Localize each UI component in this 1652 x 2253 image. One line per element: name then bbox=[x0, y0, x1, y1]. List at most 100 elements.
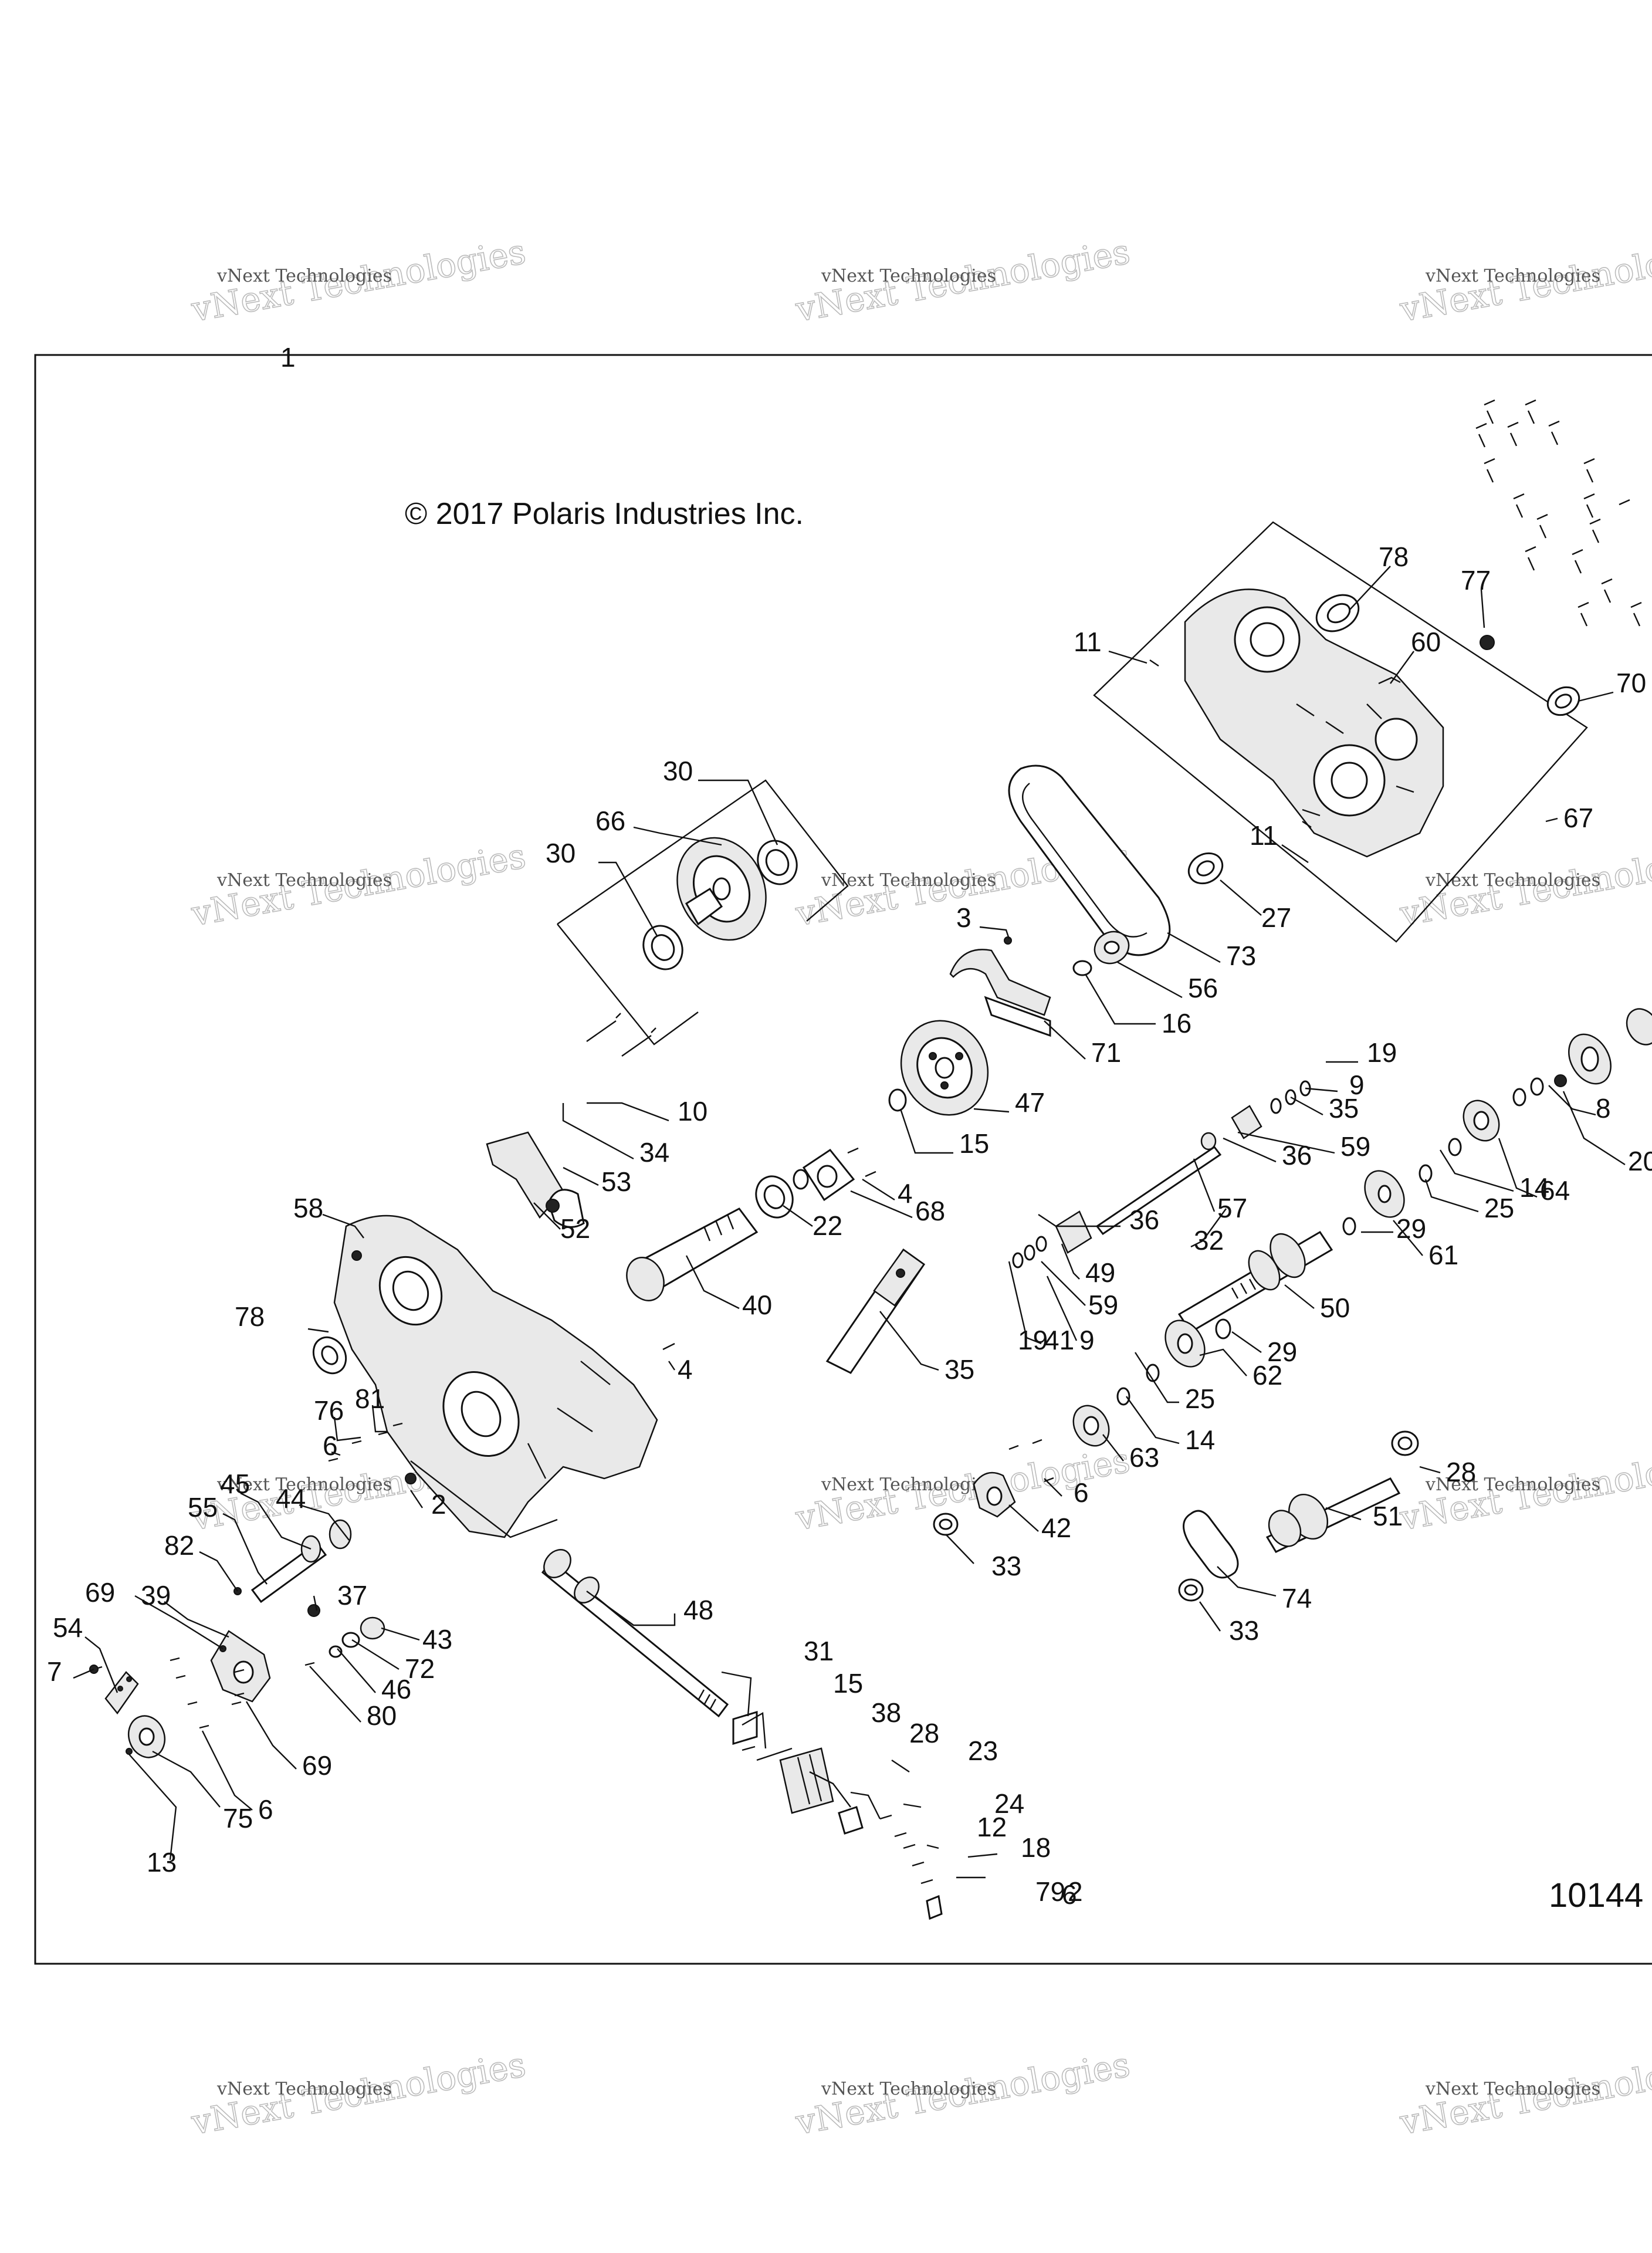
belt-74-icon bbox=[1183, 1510, 1239, 1579]
gear-top-right-icon bbox=[1554, 1008, 1652, 1087]
callout-number: 11 bbox=[1250, 820, 1278, 851]
callout-number: 44 bbox=[276, 1483, 306, 1514]
callout-number: 20 bbox=[1628, 1146, 1652, 1176]
pulley-75-icon bbox=[126, 1715, 166, 1758]
callout-number: 35 bbox=[1329, 1093, 1359, 1124]
callout-number: 43 bbox=[422, 1624, 452, 1655]
callout-number: 29 bbox=[1396, 1213, 1426, 1244]
cover-54-icon bbox=[104, 1671, 139, 1715]
callout-number: 79 bbox=[1035, 1876, 1065, 1907]
svg-text:vNext Technologies: vNext Technologies bbox=[821, 1474, 996, 1495]
callout-number: 32 bbox=[1194, 1225, 1224, 1256]
svg-text:vNext Technologies: vNext Technologies bbox=[216, 870, 392, 891]
callout-number: 3 bbox=[956, 902, 971, 933]
callout-number: 14 bbox=[1185, 1425, 1215, 1455]
callout-number: 19 bbox=[1018, 1325, 1048, 1355]
callout-number: 9 bbox=[1079, 1325, 1095, 1355]
callout-number: 57 bbox=[1217, 1193, 1247, 1223]
shift-rod-58-icon bbox=[1012, 1080, 1311, 1268]
callout-number: 37 bbox=[337, 1580, 367, 1611]
shift-drum-41-icon bbox=[825, 1248, 926, 1374]
gear-47-icon bbox=[900, 1020, 989, 1116]
callout-number: 49 bbox=[1085, 1257, 1115, 1288]
svg-text:vNext Technologies: vNext Technologies bbox=[216, 1474, 392, 1495]
callout-number: 78 bbox=[235, 1301, 265, 1332]
callout-number: 55 bbox=[188, 1492, 218, 1523]
washer-15-icon bbox=[888, 1088, 907, 1112]
callout-number: 42 bbox=[1041, 1513, 1071, 1543]
callout-number: 28 bbox=[909, 1718, 939, 1748]
callout-number: 4 bbox=[898, 1178, 913, 1209]
diagram-frame bbox=[34, 354, 1652, 1965]
callout-number: 53 bbox=[601, 1166, 631, 1197]
callout-number: 6 bbox=[258, 1794, 273, 1825]
callout-number: 64 bbox=[1540, 1175, 1570, 1206]
callout-number: 78 bbox=[1379, 542, 1409, 572]
callout-number: 48 bbox=[683, 1595, 713, 1625]
callout-number: 29 bbox=[1267, 1337, 1297, 1367]
callout-number: 34 bbox=[639, 1137, 669, 1168]
callout-number: 6 bbox=[1074, 1477, 1089, 1508]
callout-number: 25 bbox=[1484, 1193, 1514, 1223]
pump-shaft-55-icon bbox=[250, 1519, 385, 1658]
callout-number: 35 bbox=[945, 1354, 974, 1385]
seal-33-right-icon bbox=[1178, 1578, 1204, 1602]
shaft-stack-parts-icon bbox=[732, 1710, 943, 1920]
callout-number: 10 bbox=[678, 1096, 707, 1126]
pump-42-icon bbox=[973, 1439, 1054, 1518]
shaft-49-icon bbox=[626, 1169, 809, 1301]
plate-68-icon bbox=[802, 1147, 876, 1202]
callout-number: 68 bbox=[915, 1196, 945, 1226]
callout-number: 31 bbox=[804, 1636, 834, 1666]
svg-text:vNext Technologies: vNext Technologies bbox=[1425, 266, 1600, 286]
callout-number: 74 bbox=[1282, 1583, 1312, 1613]
callout-number: 36 bbox=[1282, 1140, 1312, 1171]
callout-number: 76 bbox=[314, 1395, 344, 1426]
callout-number: 28 bbox=[1446, 1457, 1476, 1487]
callout-number: 6 bbox=[323, 1430, 338, 1461]
callout-number: 66 bbox=[595, 806, 625, 836]
svg-text:vNext Technologies: vNext Technologies bbox=[821, 870, 996, 891]
callout-number: 81 bbox=[355, 1383, 385, 1414]
callout-number: 50 bbox=[1320, 1293, 1350, 1323]
callout-number: 71 bbox=[1091, 1037, 1121, 1068]
sprocket-56-icon bbox=[1094, 931, 1130, 965]
callout-number: 46 bbox=[381, 1674, 411, 1704]
gear-62-icon bbox=[1164, 1320, 1206, 1368]
small-bolts-left-icon bbox=[89, 1422, 417, 1729]
callout-number: 41 bbox=[1044, 1325, 1074, 1355]
callout-number: 82 bbox=[164, 1530, 194, 1561]
callout-number: 62 bbox=[1252, 1360, 1282, 1391]
callout-number: 47 bbox=[1015, 1087, 1045, 1118]
oil-filter-housing-39-icon bbox=[210, 1630, 271, 1703]
hub-63-icon bbox=[1072, 1405, 1110, 1447]
callout-number: 77 bbox=[1461, 565, 1491, 596]
svg-text:vNext Technologies: vNext Technologies bbox=[216, 2079, 392, 2099]
callout-number: 60 bbox=[1411, 627, 1441, 657]
output-shaft-50-icon bbox=[1177, 1230, 1333, 1334]
callout-number: 15 bbox=[959, 1128, 989, 1159]
callout-number: 16 bbox=[1162, 1008, 1191, 1038]
callout-number: 67 bbox=[1563, 803, 1593, 833]
washers-right-icon bbox=[1116, 1077, 1544, 1406]
callout-number: 38 bbox=[871, 1697, 901, 1728]
callout-number: 13 bbox=[147, 1847, 177, 1877]
gear-assembly-66-icon bbox=[557, 779, 849, 1046]
callout-number: 36 bbox=[1129, 1205, 1159, 1235]
figure-number: 10144 bbox=[1549, 1876, 1643, 1914]
svg-text:vNext Technologies: vNext Technologies bbox=[1425, 870, 1600, 891]
callout-number: 73 bbox=[1226, 941, 1256, 971]
callout-number: 69 bbox=[85, 1577, 115, 1608]
callout-number: 75 bbox=[223, 1803, 253, 1833]
callout-number: 59 bbox=[1340, 1131, 1370, 1162]
callout-number: 2 bbox=[431, 1489, 446, 1520]
callout-number: 70 bbox=[1616, 668, 1646, 698]
callout-number: 11 bbox=[1074, 627, 1102, 657]
copyright-text: © 2017 Polaris Industries Inc. bbox=[405, 497, 804, 531]
